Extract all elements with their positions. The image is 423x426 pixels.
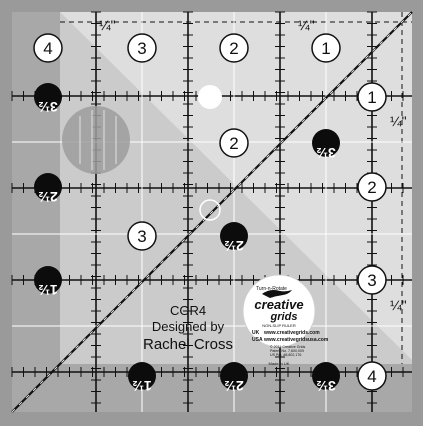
top-number-2: 2 xyxy=(219,33,249,63)
inverted-left-2-half: 2½ xyxy=(34,173,62,205)
left-dark-band xyxy=(12,12,60,412)
svg-text:1: 1 xyxy=(367,88,376,107)
svg-text:Patent No. 7,600,009: Patent No. 7,600,009 xyxy=(270,349,304,353)
top-number-3: 3 xyxy=(127,33,157,63)
svg-text:3: 3 xyxy=(367,271,376,290)
brand-logo: Turn-n-Rotate creative grids NON-SLIP RU… xyxy=(242,274,316,348)
svg-text:US Pat. #8,802,176: US Pat. #8,802,176 xyxy=(270,353,301,357)
quarter-label-right-bottom: ¼" xyxy=(390,297,407,313)
right-number-2: 2 xyxy=(357,172,387,202)
grip-lines xyxy=(79,110,117,170)
designed-by: Designed by xyxy=(152,319,225,334)
mid-number-2: 2 xyxy=(219,128,249,158)
designer-name: Rachel Cross xyxy=(143,336,233,353)
mid-number-3: 3 xyxy=(127,221,157,251)
inverted-bottom-1-half: 1½ xyxy=(128,362,156,394)
svg-text:www.creativegridsusa.com: www.creativegridsusa.com xyxy=(263,337,329,343)
top-number-4: 4 xyxy=(33,33,63,63)
svg-text:2½: 2½ xyxy=(38,189,58,205)
svg-text:3½: 3½ xyxy=(316,145,336,161)
svg-text:1½: 1½ xyxy=(38,282,58,298)
svg-text:4: 4 xyxy=(43,39,52,58)
quarter-label-right-top: ¼" xyxy=(390,113,407,129)
top-number-1: 1 xyxy=(311,33,341,63)
right-number-4: 4 xyxy=(357,361,387,391)
svg-text:2: 2 xyxy=(367,178,376,197)
svg-text:www.creativegrids.com: www.creativegrids.com xyxy=(263,330,320,336)
svg-text:2½: 2½ xyxy=(224,378,244,394)
inverted-left-1-half: 1½ xyxy=(34,266,62,298)
model-code: CGR4 xyxy=(170,303,206,318)
inverted-bottom-2-half: 2½ xyxy=(220,362,248,394)
inverted-inner-2-half: 2½ xyxy=(220,222,248,254)
quarter-label-top-left: ¼" xyxy=(99,17,116,33)
logo-name-line1: creative xyxy=(254,297,303,312)
hang-hole xyxy=(198,85,222,109)
svg-text:1½: 1½ xyxy=(132,378,152,394)
svg-text:4: 4 xyxy=(367,367,376,386)
inverted-inner-3-half: 3½ xyxy=(312,129,340,161)
logo-tagline: Turn-n-Rotate xyxy=(256,286,287,292)
svg-text:© 2011 Creative Grids: © 2011 Creative Grids xyxy=(270,345,306,349)
logo-name-line2: grids xyxy=(270,311,298,323)
svg-text:2: 2 xyxy=(229,39,238,58)
inverted-bottom-3-half: 3½ xyxy=(312,362,340,394)
quarter-label-top-right: ¼" xyxy=(298,17,315,33)
center-ring xyxy=(199,199,221,221)
diagonal-dash xyxy=(11,11,413,413)
logo-subtitle: NON-SLIP RULER xyxy=(262,323,296,328)
right-number-3: 3 xyxy=(357,265,387,295)
greyhound-icon xyxy=(262,290,292,298)
svg-text:3: 3 xyxy=(137,227,146,246)
svg-text:3½: 3½ xyxy=(316,378,336,394)
svg-text:2: 2 xyxy=(229,134,238,153)
svg-text:2½: 2½ xyxy=(224,238,244,254)
svg-text:USA: USA xyxy=(252,337,263,343)
svg-text:1: 1 xyxy=(321,39,330,58)
grip-circle xyxy=(62,106,130,174)
svg-text:3½: 3½ xyxy=(38,99,58,115)
right-number-1: 1 xyxy=(357,82,387,112)
logo-contact: UK www.creativegrids.com USA www.creativ… xyxy=(252,330,329,366)
svg-text:3: 3 xyxy=(137,39,146,58)
svg-text:UK: UK xyxy=(252,330,260,336)
inverted-left-3-half: 3½ xyxy=(34,83,62,115)
svg-text:Made in UK: Made in UK xyxy=(269,361,290,366)
